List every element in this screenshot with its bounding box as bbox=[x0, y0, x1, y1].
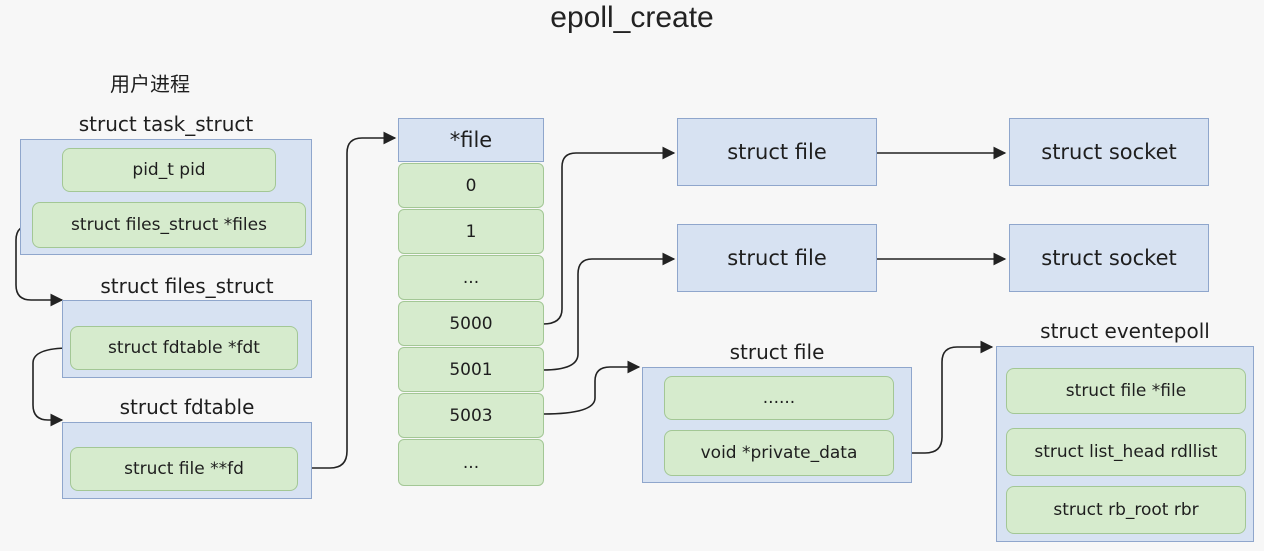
fd-field: struct file **fd bbox=[70, 447, 298, 491]
pid-field: pid_t pid bbox=[62, 148, 276, 192]
arrow-fdt-to-fdtable bbox=[32, 347, 71, 427]
arrow-5003-to-epoll-file bbox=[542, 360, 641, 415]
arrow-fd-to-file-array bbox=[298, 131, 397, 469]
eventpoll-file-field: struct file *file bbox=[1006, 368, 1246, 414]
files-struct-label: struct files_struct bbox=[100, 274, 274, 298]
fd-array-cell: 5003 bbox=[398, 393, 544, 438]
epoll-file-ellipsis-field: ...... bbox=[664, 376, 894, 420]
fdtable-label: struct fdtable bbox=[119, 395, 255, 419]
files-pointer-field: struct files_struct *files bbox=[32, 202, 306, 248]
epoll-file-label: struct file bbox=[729, 340, 825, 364]
diagram-title: epoll_create bbox=[550, 1, 714, 34]
fd-array-cell: ... bbox=[398, 439, 544, 486]
struct-socket-box-1: struct socket bbox=[1009, 118, 1209, 186]
private-data-field: void *private_data bbox=[664, 430, 894, 476]
struct-socket-box-2: struct socket bbox=[1009, 224, 1209, 292]
struct-file-box-1: struct file bbox=[677, 118, 877, 186]
fd-array-cell: 5001 bbox=[398, 347, 544, 392]
eventpoll-label: struct eventepoll bbox=[1040, 319, 1210, 343]
rbr-field: struct rb_root rbr bbox=[1006, 486, 1246, 534]
fd-array-cell: ... bbox=[398, 255, 544, 300]
struct-file-box-2: struct file bbox=[677, 224, 877, 292]
fd-array-cell: 1 bbox=[398, 209, 544, 254]
fd-array-header: *file bbox=[398, 118, 544, 162]
process-heading: 用户进程 bbox=[110, 72, 190, 96]
arrow-private-data-to-eventpoll bbox=[894, 340, 994, 454]
fd-array-cell: 5000 bbox=[398, 301, 544, 346]
arrow-5001-to-file-2 bbox=[542, 252, 676, 371]
task-struct-label: struct task_struct bbox=[78, 112, 254, 136]
arrow-5000-to-file-1 bbox=[542, 146, 676, 325]
rdllist-field: struct list_head rdllist bbox=[1006, 428, 1246, 476]
fd-array-cell: 0 bbox=[398, 163, 544, 208]
fdt-pointer-field: struct fdtable *fdt bbox=[70, 326, 298, 370]
